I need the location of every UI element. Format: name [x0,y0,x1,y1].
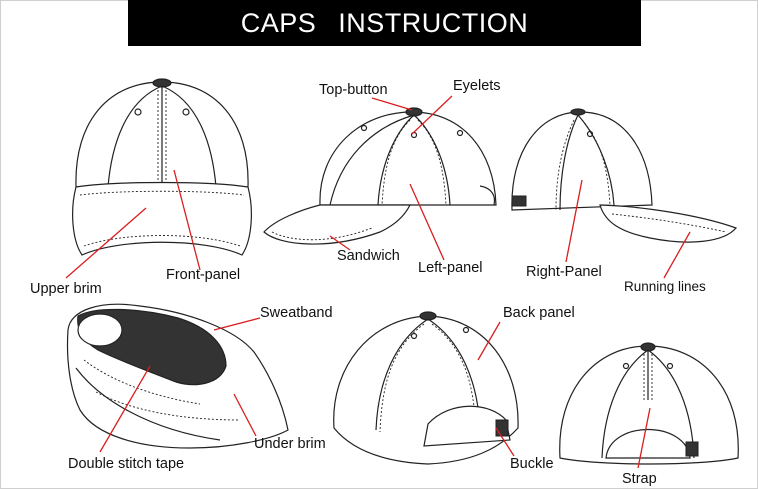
label-buckle: Buckle [510,456,554,472]
label-back-panel: Back panel [503,305,575,321]
cap-left-side-view [263,107,497,245]
pointer-upper-brim [65,207,147,279]
pointer-sweatband [213,317,261,331]
cap-back-view [333,311,519,465]
label-sandwich: Sandwich [337,248,400,264]
label-right-panel: Right-Panel [526,264,602,280]
label-under-brim: Under brim [254,436,326,452]
cap-right-side-view [511,108,738,243]
pointer-buckle [495,427,515,457]
label-sweatband: Sweatband [260,305,333,321]
pointer-double-stitch-tape [99,365,151,453]
cap-rear-view [559,342,739,465]
label-eyelets: Eyelets [453,78,501,94]
pointer-running-lines [663,231,691,279]
label-strap: Strap [622,471,657,487]
pointer-sandwich [329,235,351,251]
cap-front-view [72,78,252,256]
pointer-left-panel [409,183,445,261]
label-left-panel: Left-panel [418,260,483,276]
label-double-stitch-tape: Double stitch tape [68,456,185,472]
title-banner: CAPS INSTRUCTION [128,0,641,46]
label-front-panel: Front-panel [166,267,241,283]
pointer-strap [637,407,651,469]
label-running-lines: Running lines [624,279,706,294]
pointer-back-panel [477,321,501,361]
page-title: CAPS INSTRUCTION [240,7,529,38]
pointer-eyelets [411,95,453,135]
label-upper-brim: Upper brim [30,281,102,297]
label-top-button: Top-button [319,82,388,98]
cap-underside-view [66,303,289,449]
pointer-under-brim [233,393,257,437]
pointer-front-panel [173,169,201,271]
pointer-right-panel [565,179,583,263]
pointer-top-button [371,97,413,111]
pointer-lines [65,95,691,469]
